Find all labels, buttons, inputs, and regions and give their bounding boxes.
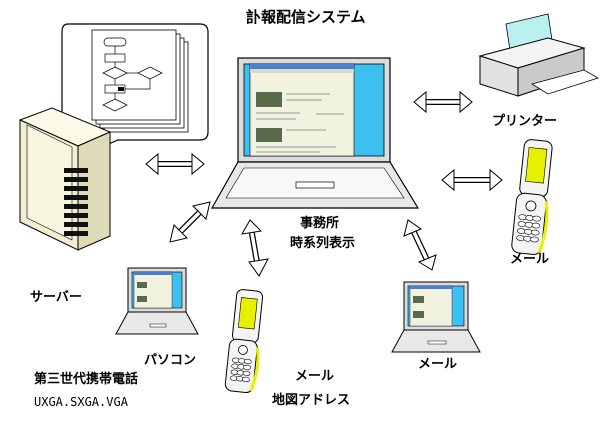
printer-icon [478,13,599,97]
main-terminal-label-line1: 事務所 [300,216,340,231]
phone-generation-label: 第三世代携帯電話 [34,372,139,387]
arrow-server-main [145,152,205,176]
phone-center-label-line2: 地図アドレス [272,393,351,408]
main-laptop-icon [210,57,420,209]
printer-label: プリンター [492,114,558,129]
phone-right-icon [511,139,553,255]
page-title: 訃報配信システム [246,8,366,26]
main-terminal-label-line2: 時系列表示 [290,236,356,251]
laptop-right-icon [391,281,481,353]
arrow-main-phone-right [441,168,503,192]
pc-laptop-icon [115,267,199,335]
pc-label: パソコン [144,353,197,368]
server-icon [18,107,112,251]
arrow-main-laptop-right [403,219,437,271]
connection-arrows [145,90,503,277]
server-label: サーバー [30,290,82,305]
phone-center-icon [224,289,264,393]
laptop-right-mail-label: メール [418,357,458,372]
phone-center-label-line1: メール [295,369,335,384]
resolution-label: UXGA.SXGA.VGA [34,395,128,409]
arrow-main-pc [169,201,211,243]
phone-right-mail-label: メール [510,252,550,267]
arrow-main-printer [413,90,473,114]
arrow-main-phone-center [241,219,269,277]
